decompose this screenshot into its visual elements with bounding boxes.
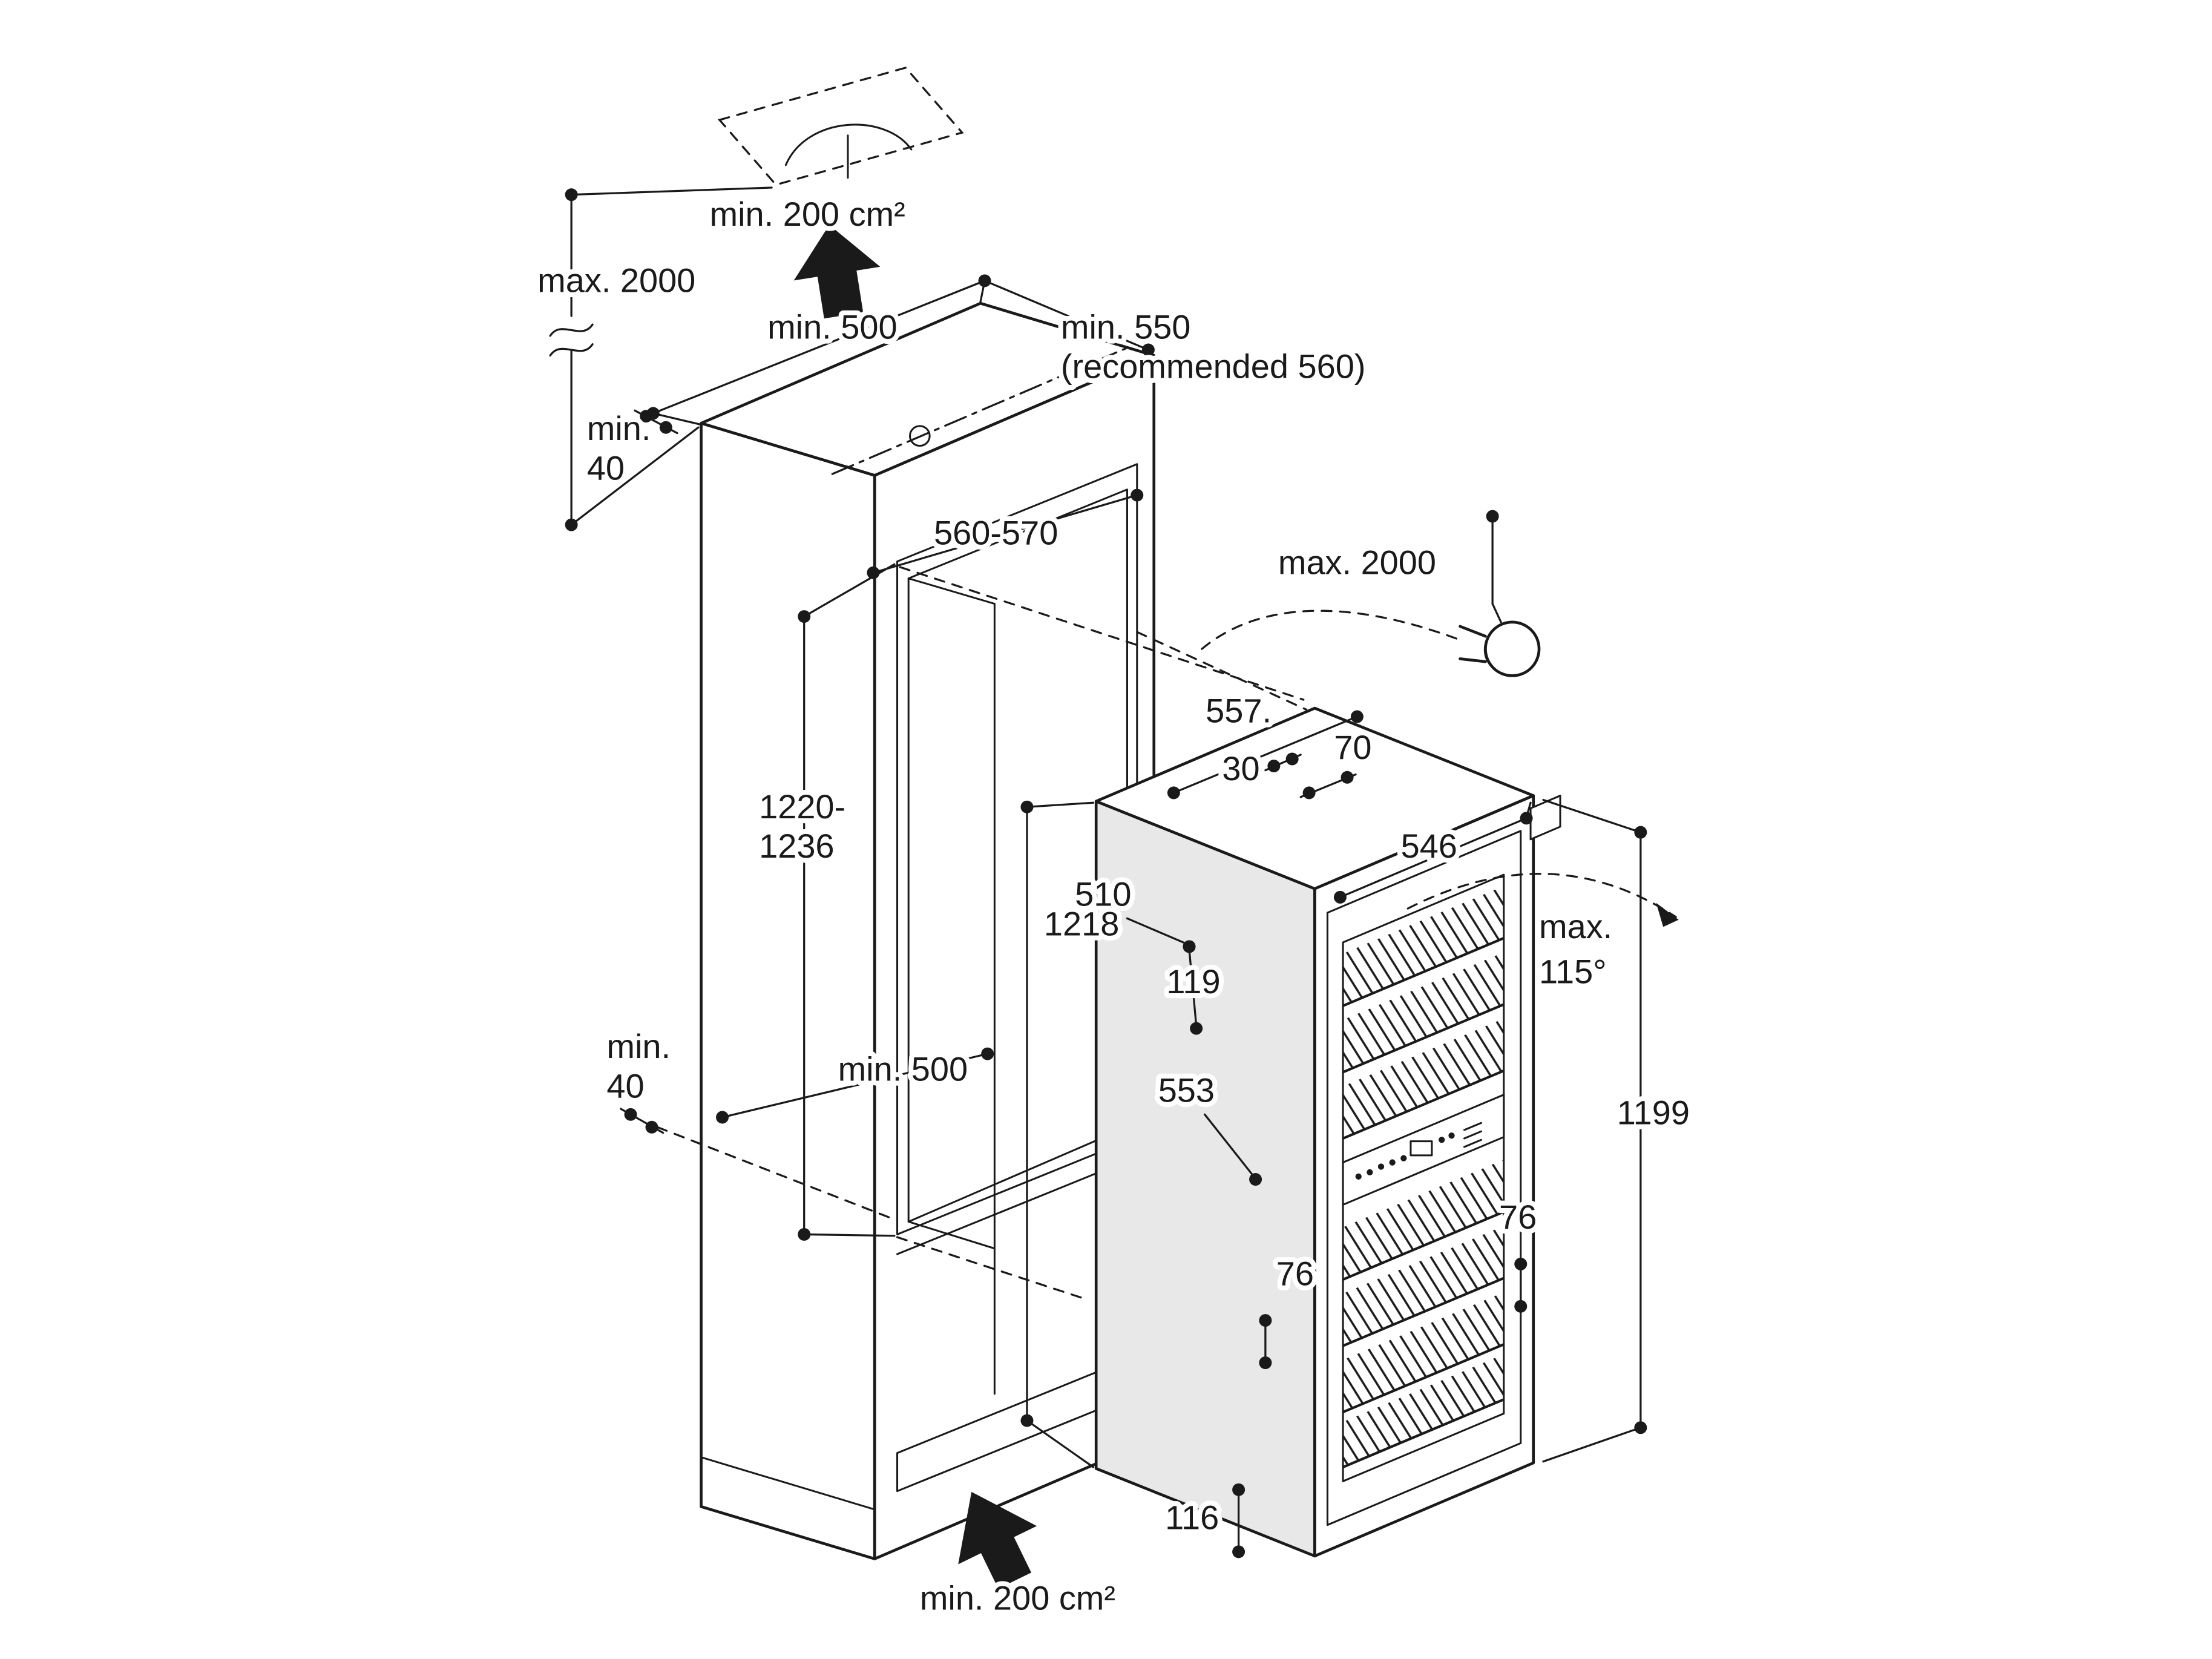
label-hinge-76-right: 76: [1499, 1198, 1537, 1236]
plug-prong: [1459, 657, 1487, 663]
centerline: [831, 347, 1127, 475]
dim-width-557: [1167, 710, 1364, 800]
label-niche-top-depth: min. 500: [767, 307, 898, 346]
label-door-swing-2: 115°: [1539, 953, 1607, 991]
label-cable-length: max. 2000: [1278, 544, 1436, 582]
label-offset-30: 30: [1222, 749, 1259, 787]
wine-racks: [1342, 885, 1505, 1468]
dim-offset-119: [1183, 940, 1203, 1035]
label-niche-height-2: 1236: [759, 827, 834, 865]
wine-cabinet-side-panel: [1094, 800, 1316, 1558]
cable-hole: [909, 425, 931, 447]
dim-height-1199: [1542, 798, 1647, 1463]
label-door-swing-1: max.: [1539, 907, 1612, 945]
dim-niche-depth: [983, 280, 1155, 358]
label-vent-bottom: min. 200 cm²: [920, 1579, 1115, 1617]
dim-offset-30: [1264, 752, 1302, 773]
dim-height-1218: [1020, 800, 1095, 1468]
niche-cabinet: [700, 301, 1156, 1560]
dim-niche-width: [867, 488, 1144, 579]
label-offset-119: 119: [1166, 962, 1220, 1000]
label-height-1199: 1199: [1617, 1094, 1690, 1132]
arrowhead-icon: [1656, 902, 1679, 927]
dim-cable-length: [1486, 510, 1499, 605]
plinth-line: [700, 1456, 876, 1511]
dim-hinge-76-right: [1514, 1257, 1528, 1313]
label-niche-depth-1: min. 550: [1061, 307, 1190, 346]
label-depth-553: 553: [1158, 1071, 1215, 1109]
label-width-546: 546: [1401, 827, 1457, 865]
door-frame: [1326, 830, 1522, 1526]
dim-hinge-76-left: [1259, 1314, 1272, 1370]
dim-depth-553: [1204, 1113, 1262, 1186]
dim-niche-height: [798, 563, 896, 1241]
label-height-1218: 1218: [1044, 904, 1119, 942]
airflow-arrow-bottom: [958, 1491, 1037, 1589]
label-plinth-116: 116: [1165, 1499, 1219, 1537]
dim-clearance-top: [549, 186, 773, 531]
ceiling-vent-cutout: [717, 67, 964, 186]
label-vent-top: min. 200 cm²: [710, 195, 905, 233]
bottom-vent-slot: [896, 1355, 1138, 1493]
door-handle: [1529, 795, 1561, 841]
dim-width-546: [1333, 801, 1533, 904]
break-symbol: [549, 323, 594, 356]
label-niche-bottom-depth: min. 500: [838, 1050, 968, 1088]
label-clearance-top: max. 2000: [537, 261, 695, 299]
dim-gap-bottom: [620, 1108, 665, 1134]
label-hinge-76-left: 76: [1276, 1254, 1314, 1292]
label-gap-top-1: min.: [587, 409, 651, 447]
cabinet-left-face: [700, 421, 876, 1560]
plug-prong: [1459, 625, 1487, 638]
dim-offset-70: [1299, 770, 1357, 800]
dim-niche-bottom-depth: [716, 1047, 994, 1124]
wine-cabinet: [1094, 706, 1561, 1558]
label-gap-top-2: 40: [587, 448, 625, 487]
label-gap-bottom-2: 40: [606, 1066, 644, 1105]
labels: min. 200 cm² max. 2000 min. 500 min. 550…: [533, 190, 1695, 1622]
label-width-557: 557.: [1206, 691, 1272, 729]
label-gap-bottom-1: min.: [606, 1027, 671, 1065]
cable-path: [1201, 609, 1463, 650]
label-niche-height-1: 1220-: [759, 787, 845, 826]
dim-plinth-116: [1232, 1483, 1245, 1559]
label-depth-510: 510: [1075, 875, 1131, 913]
dim-gap-top: [634, 409, 678, 435]
label-niche-width: 560-570: [934, 514, 1058, 552]
label-niche-depth-2: (recommended 560): [1061, 347, 1366, 386]
display: [1410, 1140, 1433, 1157]
airflow-arrow-top: [793, 225, 881, 319]
label-offset-70: 70: [1334, 728, 1371, 766]
control-panel: [1342, 1094, 1505, 1206]
power-plug: [1459, 602, 1541, 677]
